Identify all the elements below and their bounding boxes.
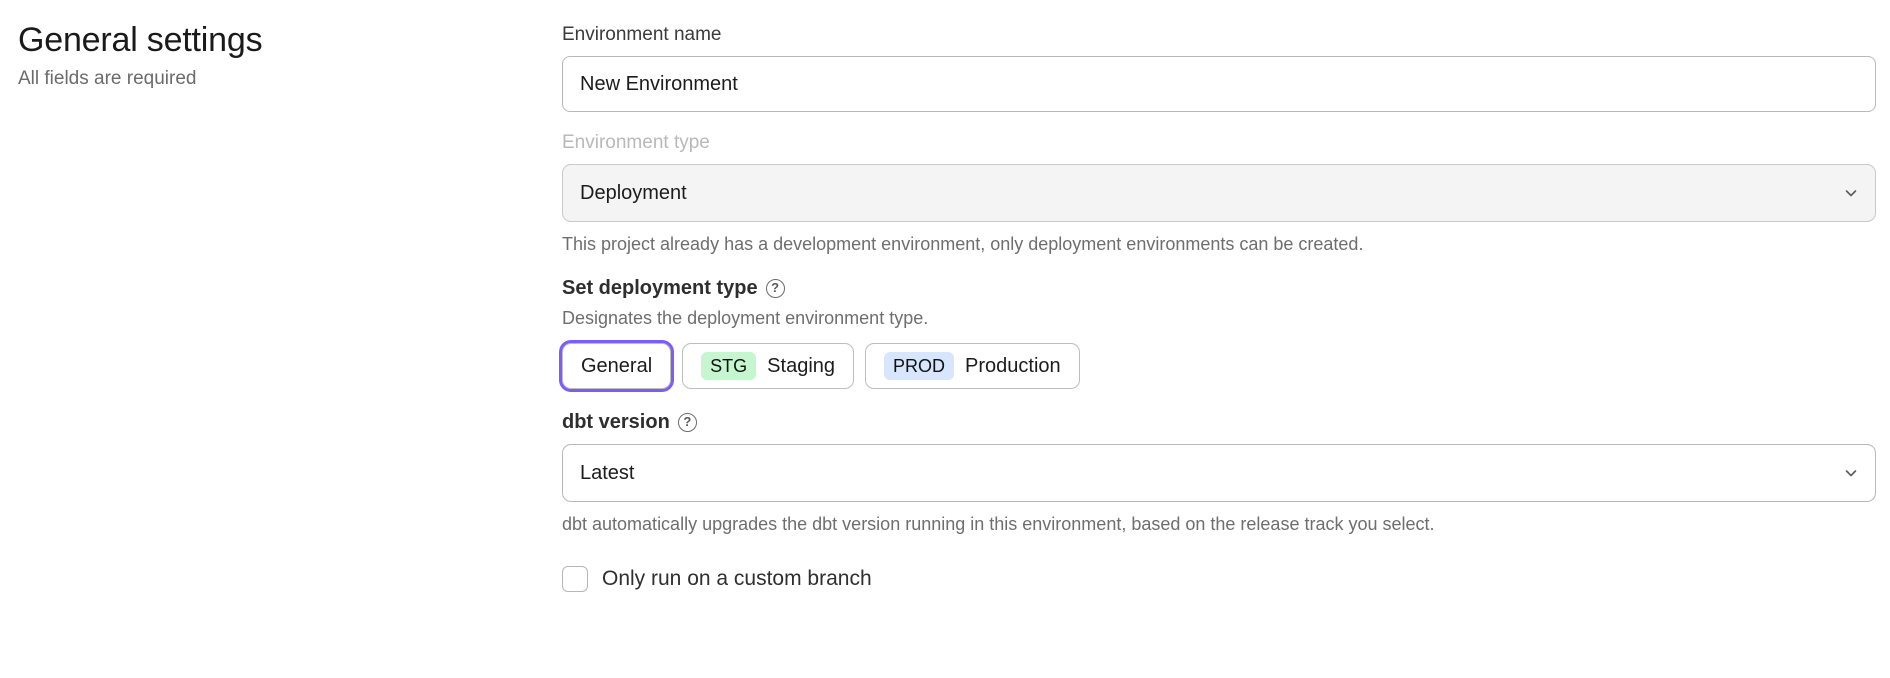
- production-badge: PROD: [884, 352, 955, 380]
- environment-type-helper-text: This project already has a development e…: [562, 234, 1364, 254]
- dbt-version-select[interactable]: Latest: [562, 444, 1876, 502]
- deployment-type-option-production-label: Production: [965, 354, 1061, 377]
- settings-form: Environment name Environment type Deploy…: [562, 22, 1876, 593]
- deployment-type-option-staging[interactable]: STG Staging: [682, 343, 855, 389]
- page-subtitle: All fields are required: [18, 68, 197, 89]
- question-circle-icon[interactable]: ?: [765, 279, 785, 298]
- chevron-down-icon: [1842, 184, 1860, 202]
- field-environment-name: Environment name: [562, 22, 1876, 112]
- environment-type-select[interactable]: Deployment: [562, 164, 1876, 222]
- dbt-version-heading-row: dbt version ?: [562, 409, 1876, 436]
- deployment-type-option-general-label: General: [581, 354, 653, 377]
- environment-type-selected-value: Deployment: [580, 181, 687, 204]
- field-environment-type: Environment type Deployment This project…: [562, 130, 1876, 257]
- settings-header: General settings All fields are required: [18, 18, 518, 92]
- custom-branch-label[interactable]: Only run on a custom branch: [602, 567, 872, 590]
- deployment-type-description: Designates the deployment environment ty…: [562, 308, 929, 328]
- deployment-type-heading: Set deployment type: [562, 277, 758, 299]
- deployment-type-option-general[interactable]: General: [562, 343, 672, 389]
- dbt-version-select-box[interactable]: Latest: [562, 444, 1876, 502]
- dbt-version-selected-value: Latest: [580, 461, 635, 484]
- environment-name-label: Environment name: [562, 24, 722, 45]
- chevron-down-icon: [1842, 464, 1860, 482]
- custom-branch-row: Only run on a custom branch: [562, 565, 1876, 593]
- page-title: General settings: [18, 21, 263, 59]
- deployment-type-option-production[interactable]: PROD Production: [865, 343, 1080, 389]
- dbt-version-label: dbt version: [562, 411, 670, 433]
- environment-type-select-box[interactable]: Deployment: [562, 164, 1876, 222]
- question-circle-icon[interactable]: ?: [677, 413, 697, 432]
- custom-branch-checkbox[interactable]: [562, 566, 588, 592]
- deployment-type-option-staging-label: Staging: [767, 354, 836, 377]
- deployment-type-heading-row: Set deployment type ?: [562, 275, 1876, 302]
- staging-badge: STG: [701, 352, 757, 380]
- deployment-type-options: General STG Staging PROD Production: [562, 343, 1876, 389]
- dbt-version-helper-text: dbt automatically upgrades the dbt versi…: [562, 514, 1435, 534]
- field-dbt-version: dbt version ? Latest dbt automatically u…: [562, 409, 1876, 537]
- environment-type-label: Environment type: [562, 132, 710, 153]
- field-deployment-type: Set deployment type ? Designates the dep…: [562, 275, 1876, 389]
- environment-name-input[interactable]: [562, 56, 1876, 112]
